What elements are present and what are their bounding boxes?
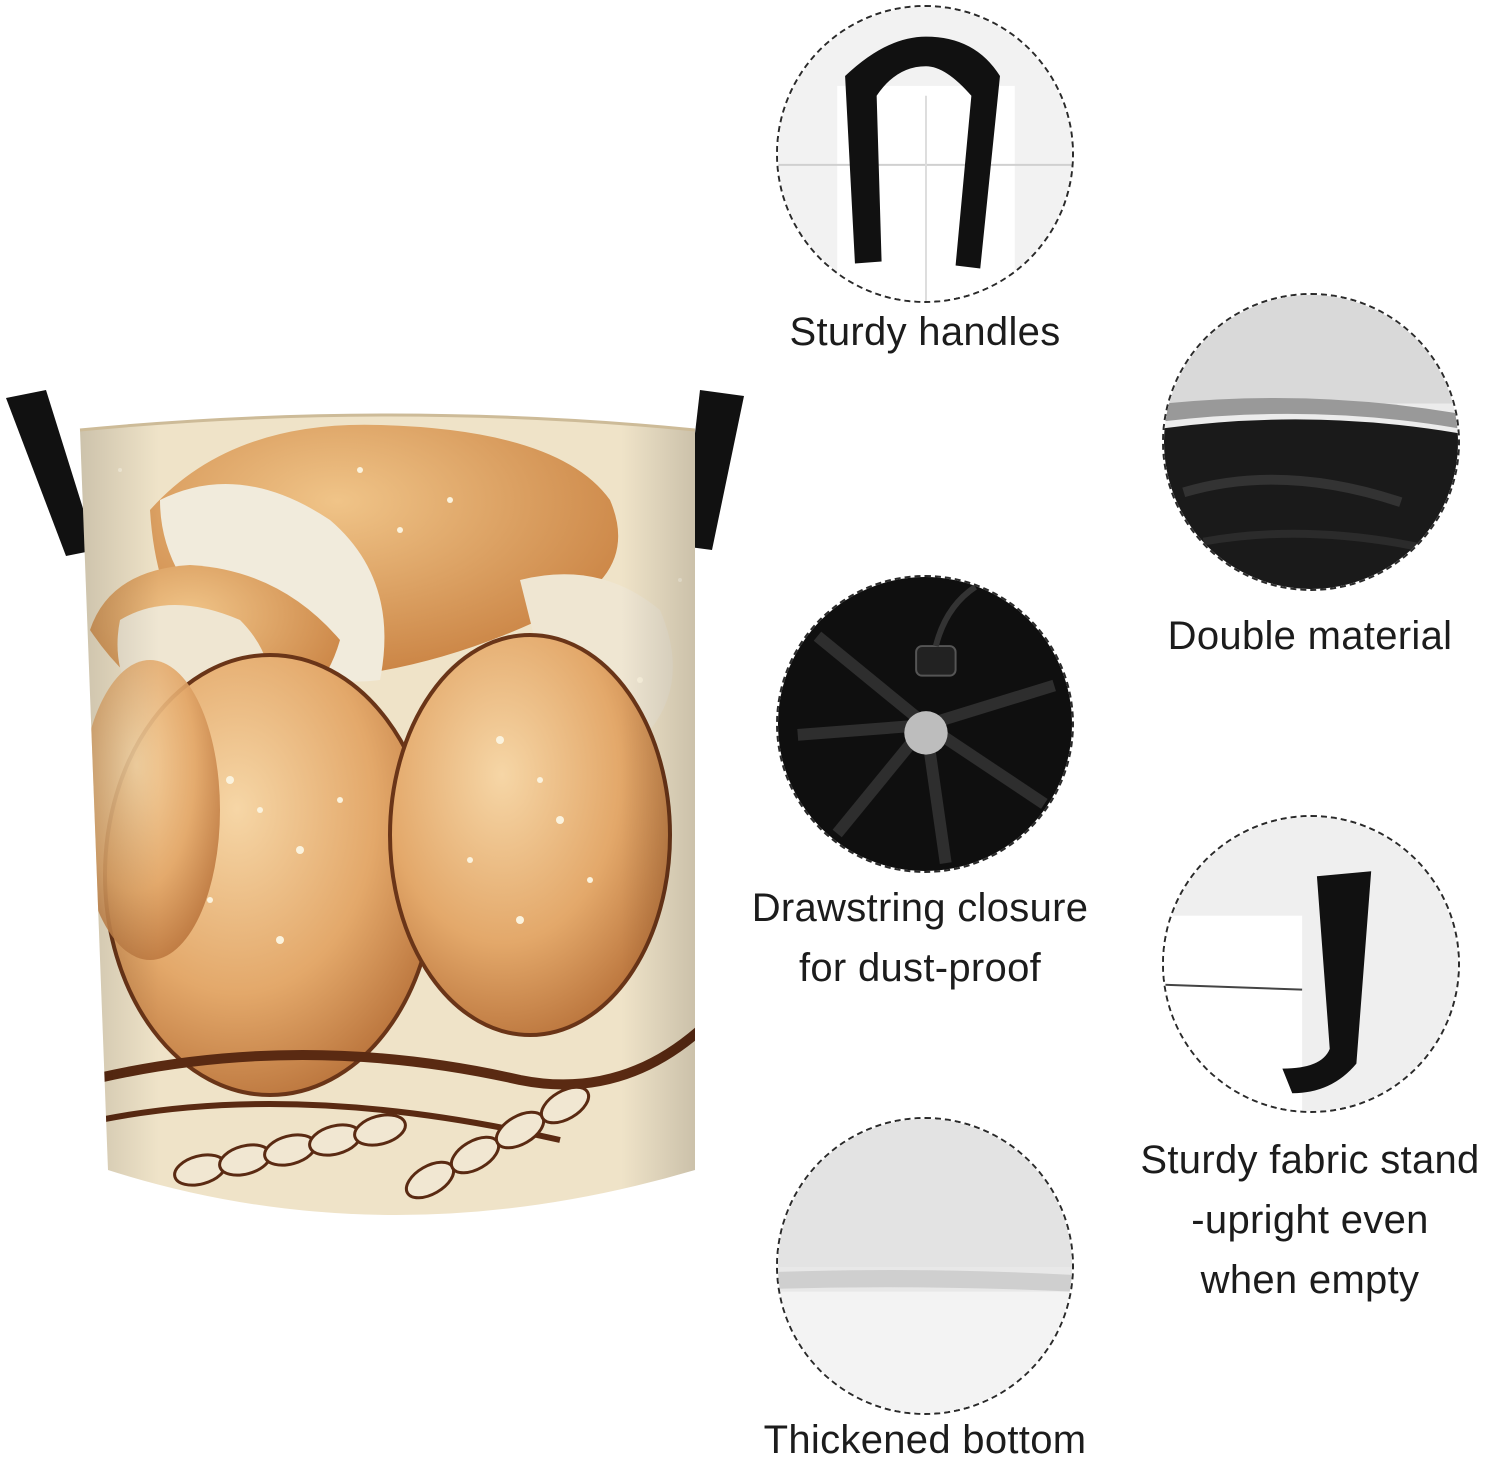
bottom-seam-icon	[776, 1117, 1074, 1415]
feature-caption-drawstring: Drawstring closure for dust-proof	[751, 886, 1089, 990]
strap-icon	[1162, 815, 1460, 1113]
handle-icon	[776, 5, 1074, 303]
laundry-basket-image	[0, 380, 760, 1240]
drawstring-icon	[776, 575, 1074, 873]
feature-caption-bottom: Thickened bottom	[763, 1418, 1087, 1462]
feature-caption-handles: Sturdy handles	[789, 310, 1061, 354]
fabric-layer-icon	[1162, 293, 1460, 591]
feature-caption-material: Double material	[1167, 614, 1453, 658]
feature-caption-standing: Sturdy fabric stand -upright even when e…	[1140, 1138, 1480, 1302]
